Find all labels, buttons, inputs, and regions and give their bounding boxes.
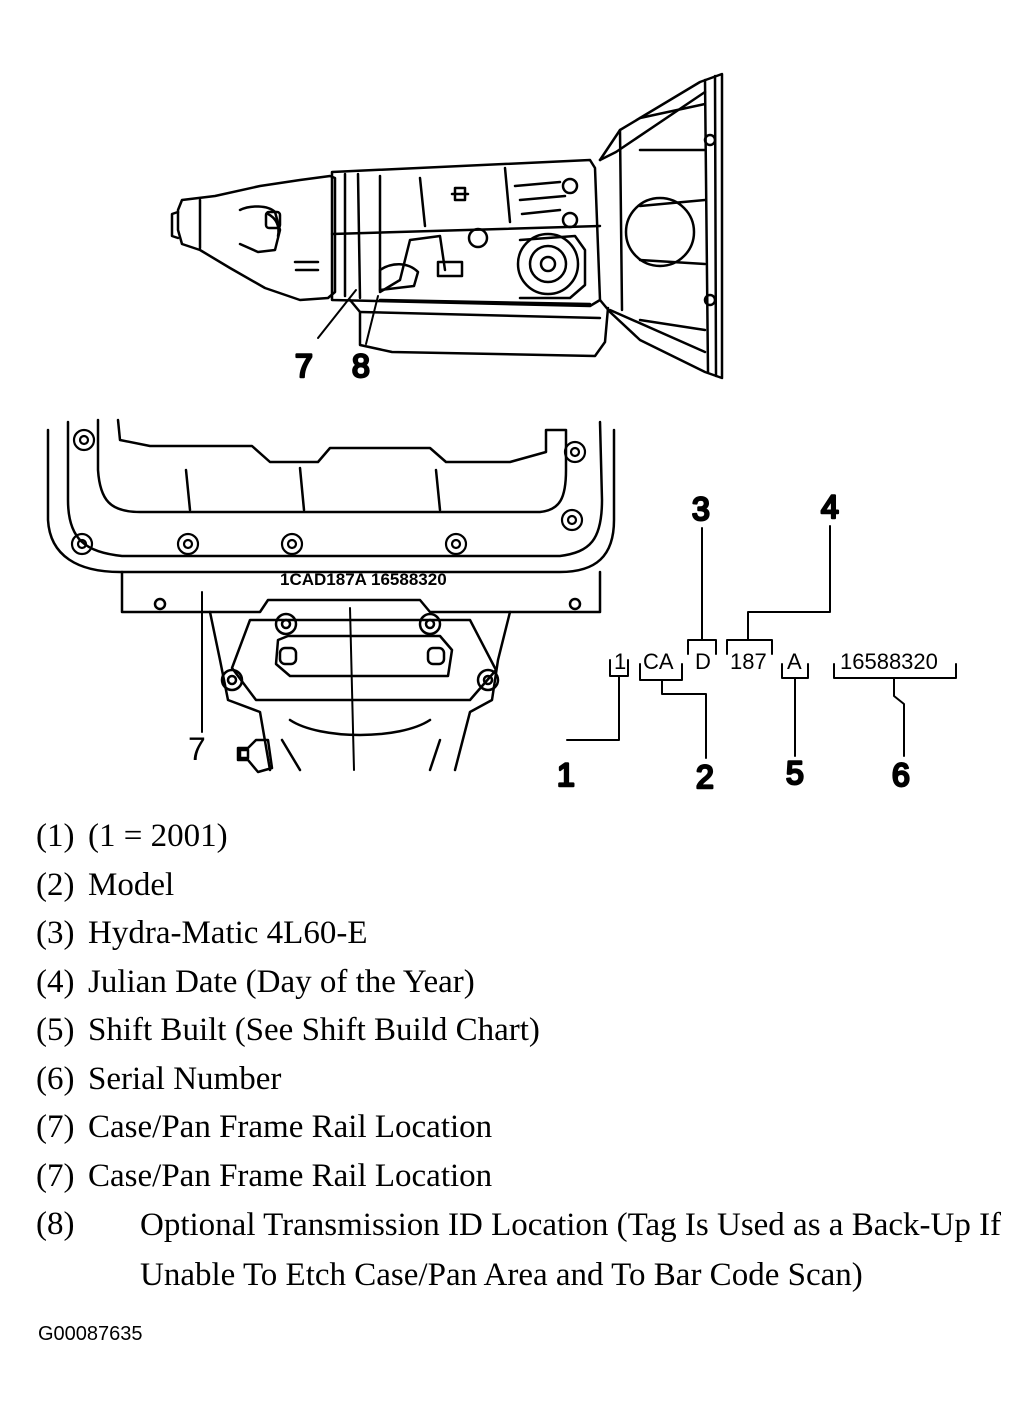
callout-pan-7: 7 — [188, 731, 206, 767]
pan-etched-id: 1CAD187A 16588320 — [280, 570, 447, 589]
callout-6: 6 — [892, 757, 910, 793]
callout-1: 1 — [557, 757, 575, 793]
legend-item: (7) Case/Pan Frame Rail Location — [36, 1152, 1016, 1201]
legend-item: (6) Serial Number — [36, 1055, 1016, 1104]
code-shift: A — [787, 649, 802, 674]
legend-number: (7) — [36, 1109, 75, 1145]
transmission-side-view — [170, 72, 724, 380]
code-year: 1 — [614, 649, 626, 674]
callout-5: 5 — [786, 755, 804, 791]
oil-pan-bottom-view — [46, 418, 616, 774]
callout-top-7: 7 — [295, 348, 313, 384]
figure-id: G00087635 — [38, 1323, 143, 1345]
legend-text: Hydra-Matic 4L60-E — [88, 915, 368, 951]
legend-number: (4) — [36, 963, 75, 1000]
legend-number: (3) — [36, 915, 75, 951]
code-model: CA — [643, 649, 674, 674]
legend-item: (4) Julian Date (Day of the Year) — [36, 958, 1016, 1007]
legend-text: Shift Built (See Shift Build Chart) — [88, 1012, 540, 1048]
legend-number: (8) — [36, 1206, 75, 1242]
code-julian: 187 — [730, 649, 767, 674]
callout-4: 4 — [821, 489, 839, 525]
legend-text: Case/Pan Frame Rail Location — [88, 1157, 493, 1194]
code-serial: 16588320 — [840, 649, 938, 674]
legend-item: (3) Hydra-Matic 4L60-E — [36, 909, 1016, 958]
legend-text: Serial Number — [88, 1060, 282, 1097]
legend-number: (7) — [36, 1157, 75, 1194]
legend-number: (2) — [36, 866, 75, 903]
legend-number: (1) — [36, 818, 75, 854]
legend-number: (6) — [36, 1060, 75, 1097]
callout-3: 3 — [692, 491, 710, 527]
legend-number: (5) — [36, 1012, 75, 1048]
legend-text: Case/Pan Frame Rail Location — [88, 1109, 493, 1145]
legend: (1) (1 = 2001) (2) Model (3) Hydra-Matic… — [36, 812, 1016, 1300]
legend-text: Model — [88, 866, 175, 903]
callout-2: 2 — [696, 759, 714, 795]
legend-item: (2) Model — [36, 861, 1016, 910]
legend-item: (1) (1 = 2001) — [36, 812, 1016, 861]
legend-text: Julian Date (Day of the Year) — [88, 963, 475, 1000]
legend-item: (7) Case/Pan Frame Rail Location — [36, 1103, 1016, 1152]
code-breakdown: 1 CA D 187 A 16588320 — [566, 525, 957, 759]
legend-text: (1 = 2001) — [88, 818, 228, 854]
callout-top-8: 8 — [352, 348, 370, 384]
legend-text: Optional Transmission ID Location (Tag I… — [140, 1207, 1002, 1293]
code-trans: D — [695, 649, 711, 674]
transmission-illustration: 7 8 — [46, 72, 957, 796]
legend-item: (5) Shift Built (See Shift Build Chart) — [36, 1006, 1016, 1055]
legend-item: (8) Optional Transmission ID Location (T… — [36, 1200, 1016, 1300]
